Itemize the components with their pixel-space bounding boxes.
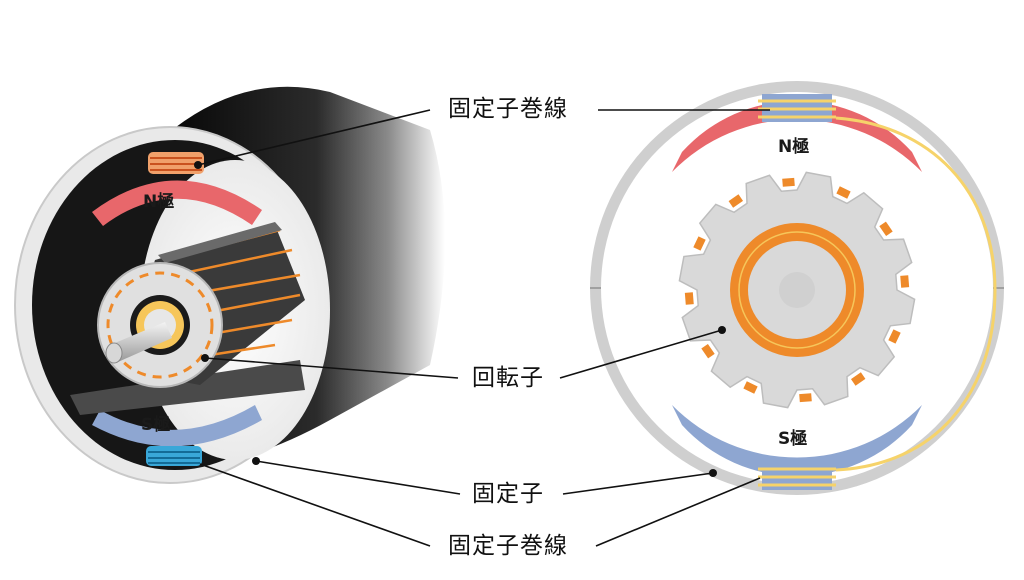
top-field-coil: [148, 152, 204, 174]
label-stator-winding-bottom: 固定子巻線: [448, 533, 568, 559]
north-pole-shoe-section: [672, 100, 922, 172]
left-north-pole-label: N極: [143, 191, 174, 212]
right-cross-section: N極 S極: [590, 81, 1004, 495]
rotor-slot-conductor: [782, 177, 795, 187]
rotor-shaft-section: [779, 272, 815, 308]
south-pole-shoe-section: [672, 405, 922, 477]
bottom-field-coil-section: [758, 462, 836, 490]
rotor-slot-conductor: [850, 372, 866, 386]
rotor-slot-conductor: [701, 343, 715, 359]
label-stator: 固定子: [472, 481, 544, 507]
rotor-slot-conductor: [900, 275, 910, 288]
right-north-pole-label: N極: [778, 136, 809, 157]
left-south-pole-label: S極: [141, 414, 170, 435]
label-rotor: 回転子: [472, 365, 544, 391]
south-pole-shoe: [92, 405, 262, 447]
rotor-slot-conductor: [728, 194, 744, 208]
rotor-shaft: [105, 322, 172, 364]
rotor-slot-conductor: [799, 393, 812, 403]
top-field-coil-section: [758, 94, 836, 122]
right-south-pole-label: S極: [778, 428, 807, 449]
north-pole-shoe: [92, 180, 262, 226]
label-stator-winding-top: 固定子巻線: [448, 96, 568, 122]
rotor-slot-conductor: [693, 236, 706, 251]
bottom-field-coil: [146, 446, 202, 466]
leader-dots: [194, 161, 726, 477]
rotor-slot-conductor: [888, 329, 901, 344]
left-3d-motor: N極 S極: [14, 86, 445, 484]
leader-lines: [197, 109, 770, 547]
rotor-slot-conductor: [684, 292, 694, 305]
rotor-slot-conductor: [879, 221, 893, 237]
rotor-slot-conductor: [836, 186, 851, 199]
rotor-slot-conductor: [743, 381, 758, 394]
field-winding-wire: [835, 116, 997, 472]
